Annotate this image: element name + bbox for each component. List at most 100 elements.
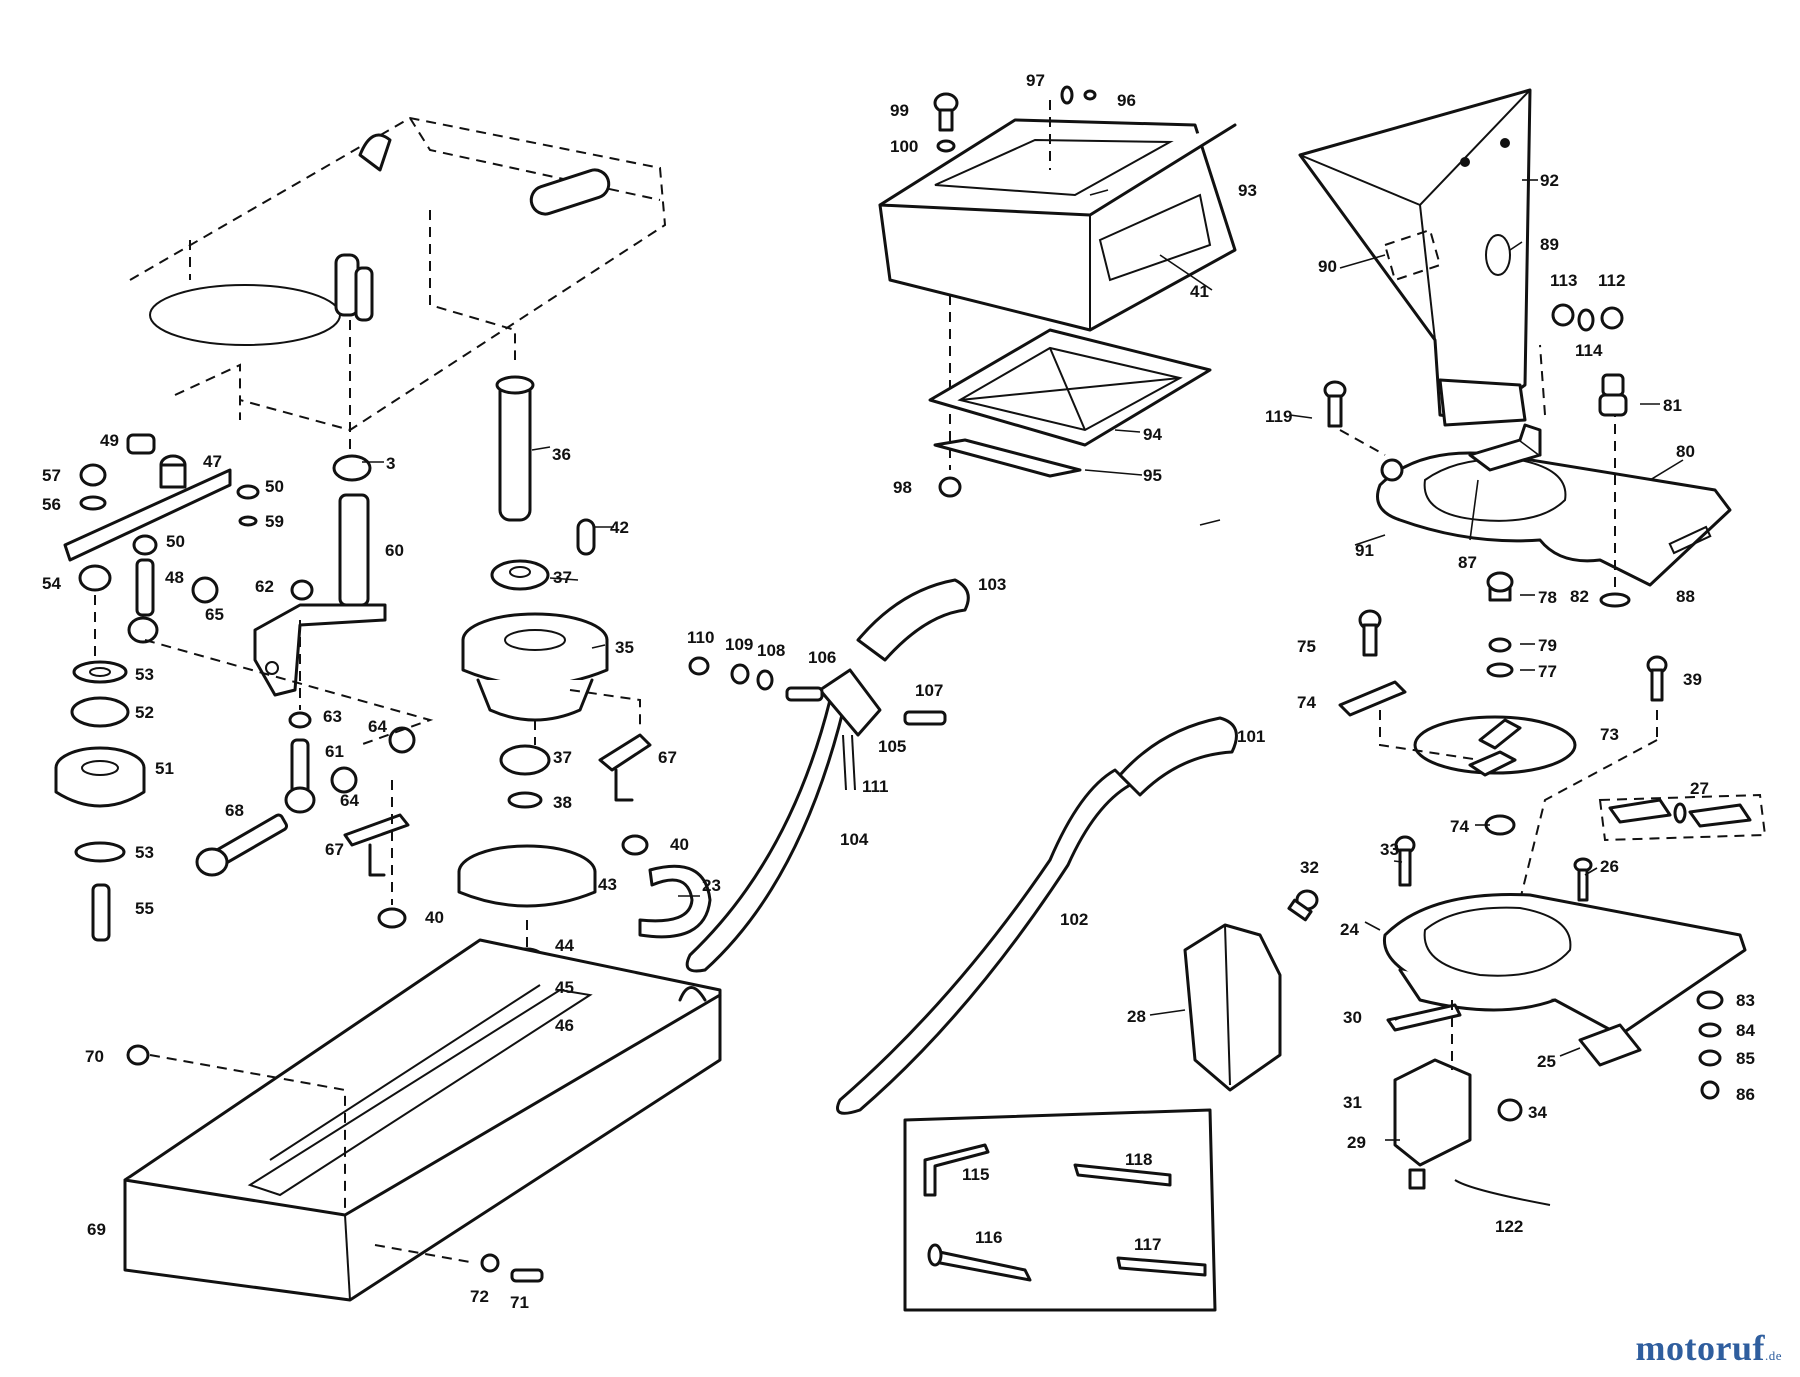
handle-101-102 [836, 716, 1238, 1115]
tools-box [903, 1108, 1217, 1312]
label-98: 98 [893, 478, 912, 497]
label-24: 24 [1340, 920, 1359, 939]
label-111: 111 [862, 777, 889, 796]
label-43: 43 [598, 875, 617, 894]
label-39: 39 [1683, 670, 1702, 689]
label-37b: 37 [553, 748, 572, 767]
watermark-tld: .de [1764, 1348, 1782, 1363]
label-41: 41 [1190, 282, 1209, 301]
tension-assembly [195, 253, 416, 877]
label-105: 105 [878, 737, 906, 756]
label-33: 33 [1380, 840, 1399, 859]
chute-92 [1298, 88, 1532, 427]
label-90: 90 [1318, 257, 1337, 276]
label-51: 51 [155, 759, 174, 778]
label-59: 59 [265, 512, 284, 531]
label-28: 28 [1127, 1007, 1146, 1026]
label-108: 108 [757, 641, 785, 660]
label-36: 36 [552, 445, 571, 464]
label-62: 62 [255, 577, 274, 596]
left-pulley-stack [54, 564, 146, 942]
label-44: 44 [555, 936, 574, 955]
plate-94-95 [928, 328, 1212, 498]
label-100: 100 [890, 137, 918, 156]
label-75: 75 [1297, 637, 1316, 656]
leader-lines [362, 179, 1684, 1141]
label-67b: 67 [658, 748, 677, 767]
label-95: 95 [1143, 466, 1162, 485]
rotor-73 [1338, 571, 1668, 901]
label-50a: 50 [265, 477, 284, 496]
label-113: 113 [1550, 271, 1577, 290]
brackets [1183, 889, 1724, 1206]
label-38: 38 [553, 793, 572, 812]
tray-69 [123, 938, 722, 1302]
watermark-brand: motoruf [1635, 1328, 1765, 1368]
label-30: 30 [1343, 1008, 1362, 1027]
label-77: 77 [1538, 662, 1557, 681]
label-71: 71 [510, 1293, 529, 1312]
label-48: 48 [165, 568, 184, 587]
label-122: 122 [1495, 1217, 1523, 1236]
label-81: 81 [1663, 396, 1682, 415]
label-118: 118 [1125, 1150, 1152, 1169]
label-92: 92 [1540, 171, 1559, 190]
label-65: 65 [205, 605, 224, 624]
label-37a: 37 [553, 568, 572, 587]
label-69: 69 [87, 1220, 106, 1239]
label-46: 46 [555, 1016, 574, 1035]
label-34: 34 [1528, 1103, 1547, 1122]
label-85: 85 [1736, 1049, 1755, 1068]
label-74a: 74 [1297, 693, 1316, 712]
label-64b: 64 [340, 791, 359, 810]
label-63: 63 [323, 707, 342, 726]
label-109: 109 [725, 635, 753, 654]
motoruf-watermark: motoruf.de [1636, 1327, 1783, 1369]
label-55: 55 [135, 899, 154, 918]
label-29: 29 [1347, 1133, 1366, 1152]
label-87: 87 [1458, 553, 1477, 572]
label-83: 83 [1736, 991, 1755, 1010]
label-67a: 67 [325, 840, 344, 859]
label-112: 112 [1598, 271, 1625, 290]
label-25: 25 [1537, 1052, 1556, 1071]
label-91: 91 [1355, 541, 1374, 560]
belt-guard-23 [638, 864, 712, 939]
label-31: 31 [1343, 1093, 1362, 1112]
label-84: 84 [1736, 1021, 1755, 1040]
label-89: 89 [1540, 235, 1559, 254]
label-53a: 53 [135, 665, 154, 684]
label-23: 23 [702, 876, 721, 895]
deflector-80 [1323, 303, 1732, 608]
label-68: 68 [225, 801, 244, 820]
label-49: 49 [100, 431, 119, 450]
center-shaft-stack [457, 375, 609, 1036]
label-93: 93 [1238, 181, 1257, 200]
clips [343, 689, 652, 929]
label-45: 45 [555, 978, 574, 997]
label-82: 82 [1570, 587, 1589, 606]
label-52: 52 [135, 703, 154, 722]
part-labels: 3 23 24 25 26 27 28 29 30 31 32 33 34 35… [42, 71, 1755, 1312]
label-50b: 50 [166, 532, 185, 551]
label-88: 88 [1676, 587, 1695, 606]
label-56: 56 [42, 495, 61, 514]
label-26: 26 [1600, 857, 1619, 876]
label-115: 115 [962, 1165, 989, 1184]
label-78: 78 [1538, 588, 1557, 607]
label-40a: 40 [670, 835, 689, 854]
label-114: 114 [1575, 341, 1603, 360]
label-117: 117 [1134, 1235, 1161, 1254]
label-60: 60 [385, 541, 404, 560]
label-40b: 40 [425, 908, 444, 927]
bracket-47 [63, 240, 434, 746]
label-94: 94 [1143, 425, 1162, 444]
label-54: 54 [42, 574, 61, 593]
label-96: 96 [1117, 91, 1136, 110]
label-80: 80 [1676, 442, 1695, 461]
label-57: 57 [42, 466, 61, 485]
label-106: 106 [808, 648, 836, 667]
label-32: 32 [1300, 858, 1319, 877]
label-86: 86 [1736, 1085, 1755, 1104]
